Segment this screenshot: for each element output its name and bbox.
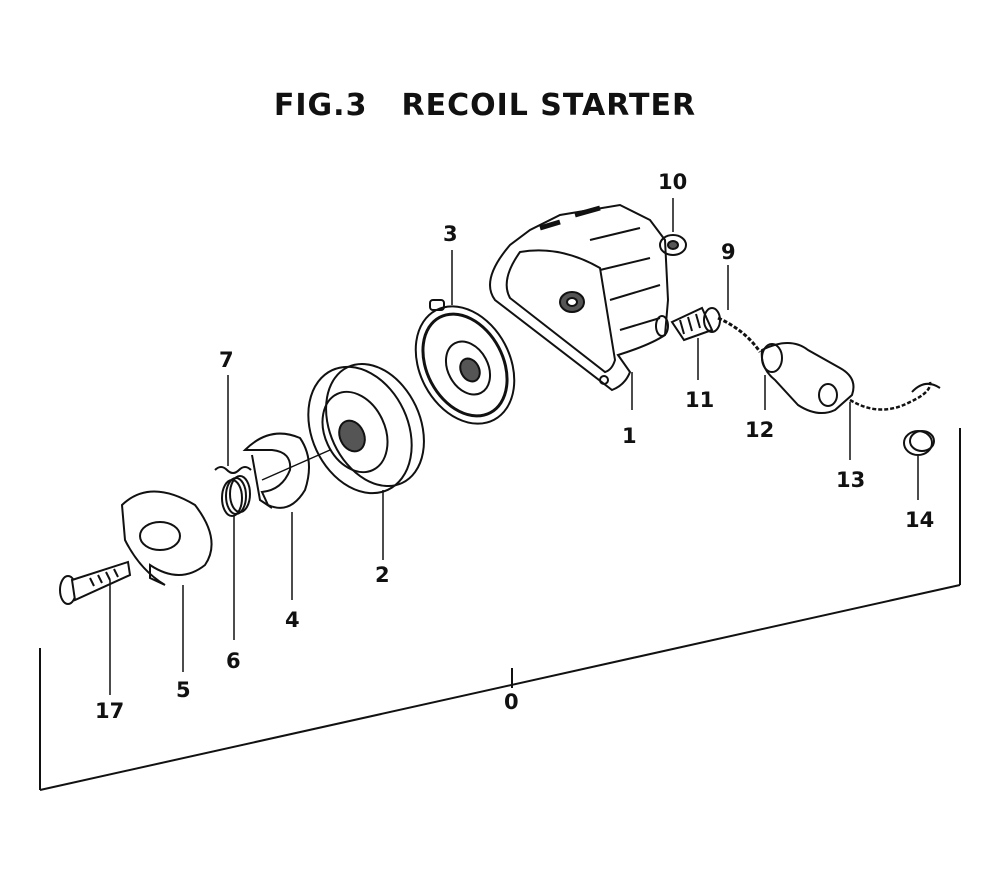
figure-number: FIG.3 [273,88,368,123]
coil-spring [221,475,251,640]
callout-5: 5 [176,678,191,702]
callout-1: 1 [622,424,637,448]
callout-9: 9 [721,240,736,264]
callout-3: 3 [443,222,458,246]
callout-10: 10 [658,170,688,194]
callout-12: 12 [745,418,775,442]
pawl-spring-small [214,375,252,474]
pulley-drum [307,362,425,560]
figure-title: FIG.3 RECOIL STARTER [0,88,970,123]
starter-cable [717,265,762,353]
nut [659,198,687,256]
callout-14: 14 [905,508,935,532]
assembly-bracket [39,428,961,791]
callout-11: 11 [685,388,715,412]
callout-0: 0 [504,690,519,714]
ratchet-cage [242,432,331,600]
cover-plate [120,490,213,672]
lanyard-cord [849,381,941,460]
callout-13: 13 [836,468,866,492]
starter-housing [489,203,670,410]
callout-7: 7 [219,348,234,372]
callout-17: 17 [95,699,125,723]
figure-name: RECOIL STARTER [401,88,697,123]
callout-4: 4 [285,608,300,632]
handle-grip [760,342,855,415]
recoil-reel-plate [414,250,516,425]
screw [59,560,132,695]
callout-6: 6 [226,649,241,673]
cap-plug [903,430,935,500]
callout-2: 2 [375,563,390,587]
cable-fitting [655,306,721,380]
